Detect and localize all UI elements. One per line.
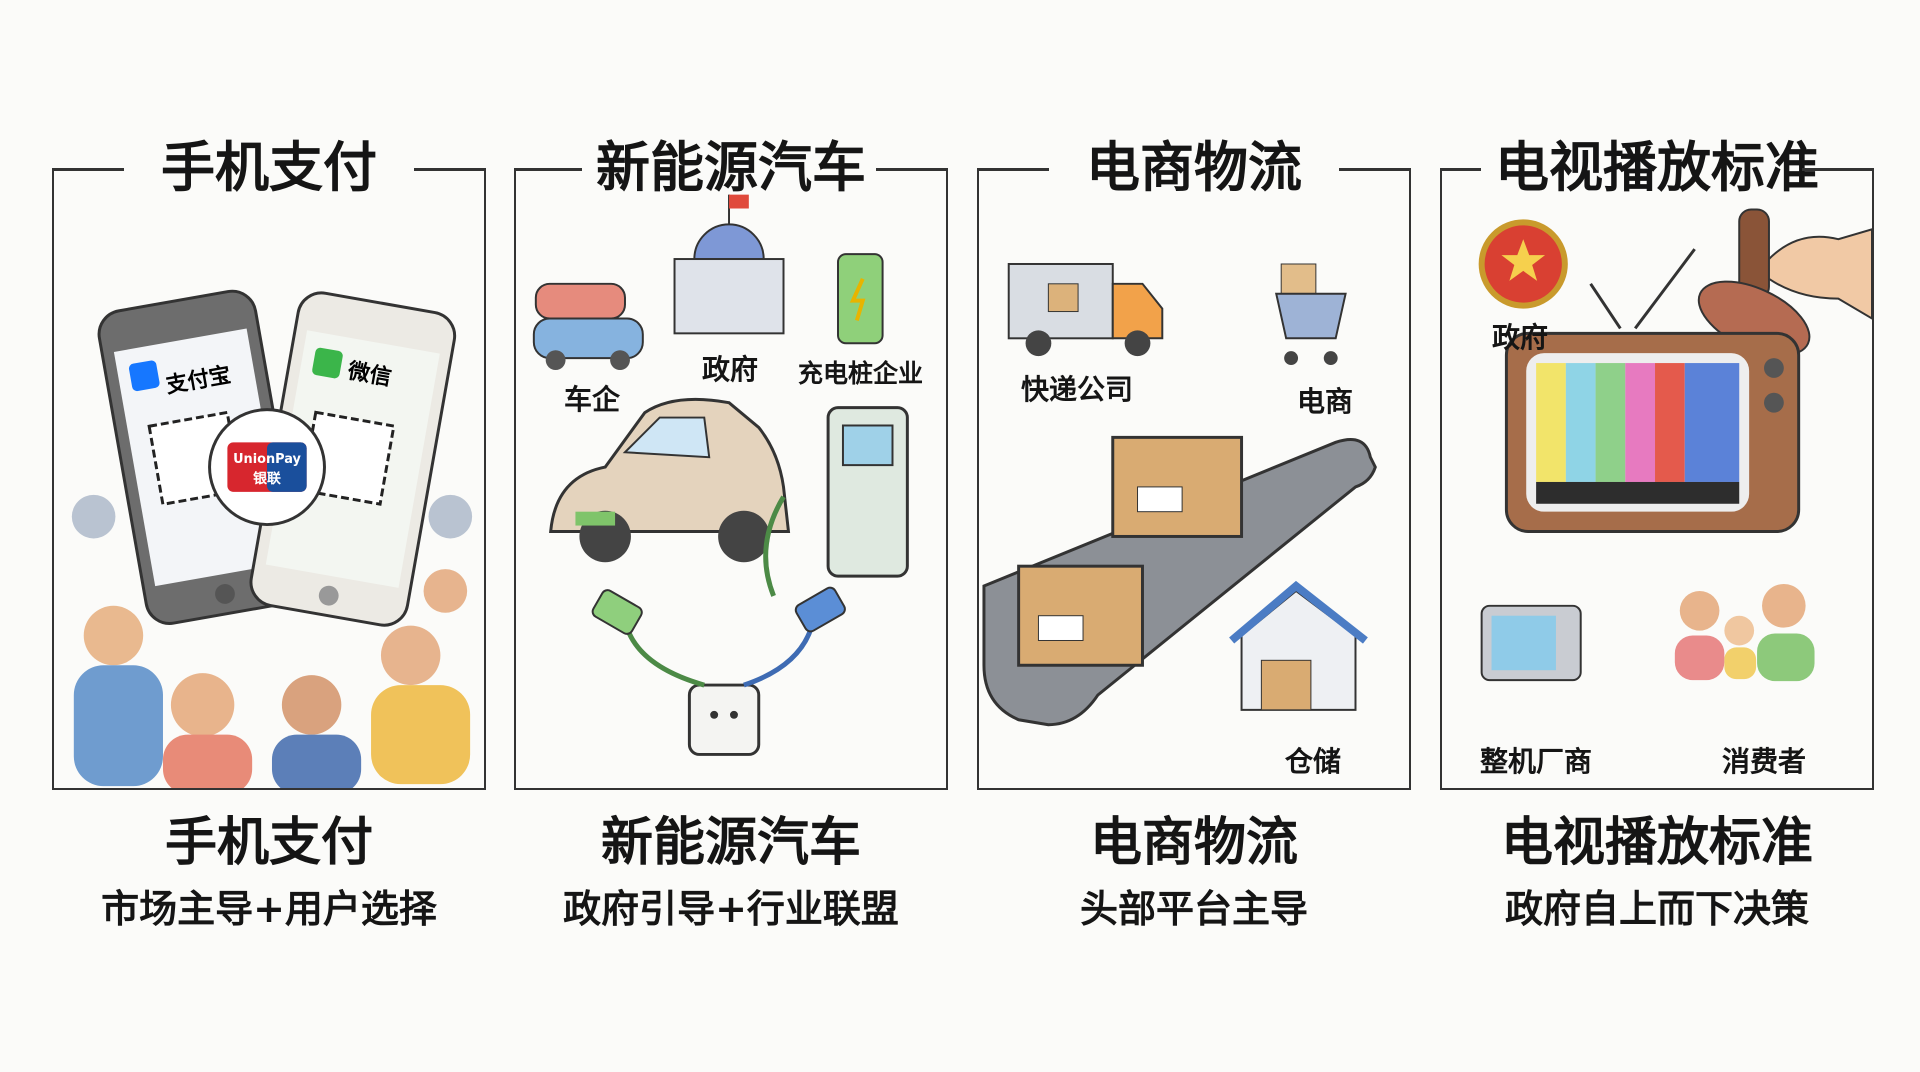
government-label: 政府 [702,353,759,386]
caption-subtitle: 市场主导+用户选择 [101,887,437,931]
government-building-icon [673,194,785,335]
caption-subtitle: 政府引导+行业联盟 [563,887,899,931]
caption-tv-broadcast-standard: 电视播放标准 政府自上而下决策 [1440,810,1874,936]
phone-wechat-icon [249,291,457,627]
caption-title: 电商物流 [1089,813,1298,873]
crowd-icon [71,494,473,788]
caption-title: 手机支付 [164,813,373,873]
courier-company-label: 快递公司 [1021,373,1134,406]
caption-subtitle: 头部平台主导 [1079,887,1308,931]
panel-title: 手机支付 [147,136,391,199]
panel-tv-broadcast-standard: 电视播放标准 政府 [1440,136,1874,790]
logistics-illustration [982,263,1377,727]
caption-mobile-payment: 手机支付 市场主导+用户选择 [52,810,486,936]
unionpay-logo-icon: UnionPay 银联 [208,408,326,527]
tv-standard-illustration [1478,208,1872,682]
automaker-label: 车企 [564,383,621,416]
charging-company-label: 充电桩企业 [798,359,924,388]
delivery-truck-icon [1007,263,1164,357]
government-label: 政府 [1492,321,1549,354]
small-tv-icon [1480,604,1582,682]
plug-socket-icon [591,586,846,756]
panel-title: 电商物流 [1072,136,1316,199]
electric-car-icon [549,397,791,563]
svg-text:UnionPay: UnionPay [233,452,301,467]
retro-tv-icon [1504,248,1801,533]
panel-new-energy-vehicles: 新能源汽车 [514,136,948,790]
caption-ecommerce-logistics: 电商物流 头部平台主导 [977,810,1411,936]
caption-title: 新能源汽车 [600,813,861,873]
svg-text:银联: 银联 [253,470,281,487]
warehouse-label: 仓储 [1285,745,1342,778]
package-box-icons [1017,435,1244,667]
tv-manufacturer-label: 整机厂商 [1480,745,1593,778]
charging-station-icon [837,253,884,345]
charger-pile-icon [763,406,909,597]
national-emblem-icon [1478,219,1568,309]
panel-ecommerce-logistics: 电商物流 快递公司 电商 仓储 [977,136,1411,790]
consumer-label: 消费者 [1722,745,1807,778]
phone-alipay-icon [97,289,305,625]
caption-new-energy-vehicles: 新能源汽车 政府引导+行业联盟 [514,810,948,936]
ecommerce-label: 电商 [1297,385,1354,418]
shopping-cart-icon [1274,263,1347,366]
ev-illustration [532,194,909,756]
car-icons [532,282,644,371]
caption-title: 电视播放标准 [1500,813,1813,873]
mobile-payment-illustration: 支付宝 微信 UnionPay 银联 [71,289,473,788]
panel-title: 电视播放标准 [1481,136,1833,199]
panel-title: 新能源汽车 [582,136,880,199]
panel-mobile-payment: 手机支付 支付宝 微信 Uni [52,136,486,790]
warehouse-icon [1229,580,1368,711]
family-consumers-icon [1674,584,1815,682]
caption-subtitle: 政府自上而下决策 [1504,887,1809,931]
